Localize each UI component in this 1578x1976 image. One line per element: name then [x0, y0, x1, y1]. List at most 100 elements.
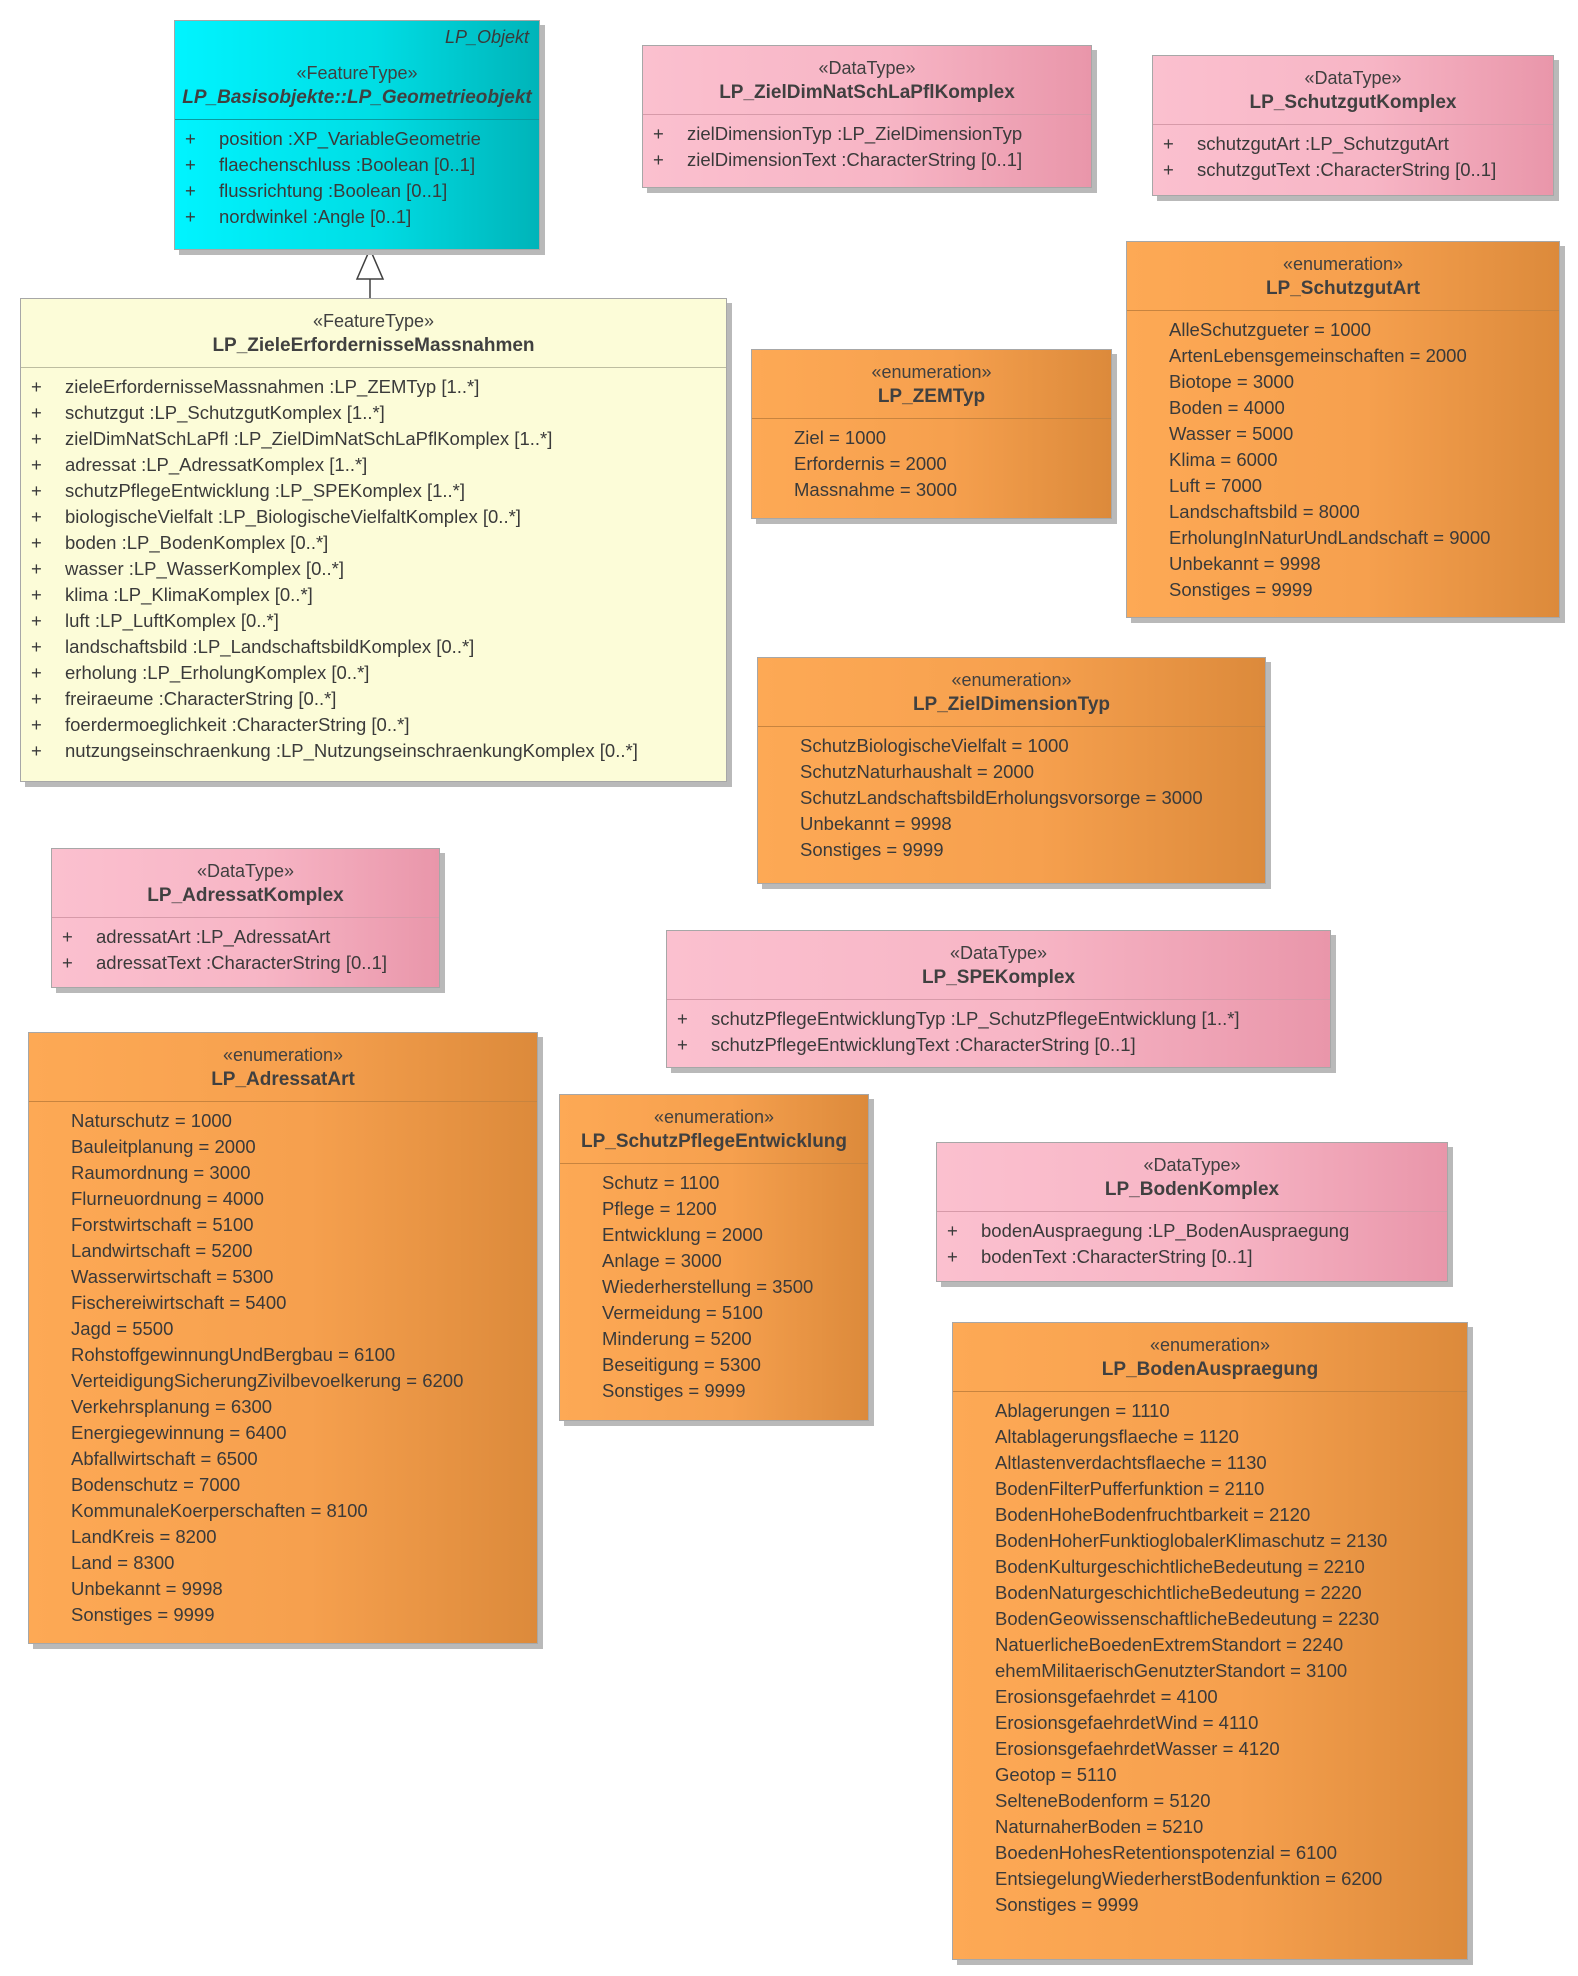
enum-literal: Altablagerungsflaeche = 1120 — [953, 1424, 1467, 1450]
literal-text: BodenFilterPufferfunktion = 2110 — [995, 1478, 1265, 1499]
literal-text: Ablagerungen = 1110 — [995, 1400, 1170, 1421]
enum-literal: Luft = 7000 — [1127, 473, 1559, 499]
attribute-list: + zieleErfordernisseMassnahmen :LP_ZEMTyp… — [21, 368, 726, 772]
attribute-row: +zielDimensionTyp :LP_ZielDimensionTyp — [643, 121, 1091, 147]
enum-literal: Beseitigung = 5300 — [560, 1352, 868, 1378]
visibility-marker: + — [947, 1246, 958, 1267]
enum-literal: Erfordernis = 2000 — [752, 451, 1111, 477]
enum-literal: NatuerlicheBoedenExtremStandort = 2240 — [953, 1632, 1467, 1658]
attribute-text: erholung :LP_ErholungKomplex [0..*] — [65, 662, 370, 683]
enum-literal: KommunaleKoerperschaften = 8100 — [29, 1498, 537, 1524]
attribute-row: +foerdermoeglichkeit :CharacterString [0… — [21, 712, 726, 738]
literal-text: SchutzBiologischeVielfalt = 1000 — [800, 735, 1069, 756]
attribute-row: +adressatText :CharacterString [0..1] — [52, 950, 439, 976]
enum-lp-adressatart[interactable]: «enumeration» LP_AdressatArt Naturschutz… — [28, 1032, 538, 1644]
attribute-list: +schutzPflegeEntwicklungTyp :LP_SchutzPf… — [667, 1000, 1330, 1066]
enum-lp-schutzgutart[interactable]: «enumeration» LP_SchutzgutArt AlleSchutz… — [1126, 241, 1560, 618]
literal-text: RohstoffgewinnungUndBergbau = 6100 — [71, 1344, 396, 1365]
literal-text: Minderung = 5200 — [602, 1328, 752, 1349]
literal-text: Landschaftsbild = 8000 — [1169, 501, 1360, 522]
literal-text: Raumordnung = 3000 — [71, 1162, 251, 1183]
enum-literal: SchutzLandschaftsbildErholungsvorsorge =… — [758, 785, 1265, 811]
visibility-marker: + — [31, 454, 42, 475]
enum-literal: Landschaftsbild = 8000 — [1127, 499, 1559, 525]
class-lp-geometrieobjekt[interactable]: LP_Objekt «FeatureType» LP_Basisobjekte:… — [174, 20, 540, 250]
literal-text: NatuerlicheBoedenExtremStandort = 2240 — [995, 1634, 1344, 1655]
literal-text: Altlastenverdachtsflaeche = 1130 — [995, 1452, 1267, 1473]
enum-literal: Raumordnung = 3000 — [29, 1160, 537, 1186]
class-lp-zieldimnatschlapflkomplex[interactable]: «DataType» LP_ZielDimNatSchLaPflKomplex … — [642, 45, 1092, 188]
stereotype-label: «FeatureType» — [296, 63, 418, 83]
visibility-marker: + — [31, 532, 42, 553]
literal-text: Landwirtschaft = 5200 — [71, 1240, 253, 1261]
enum-lp-bodenauspraegung[interactable]: «enumeration» LP_BodenAuspraegung Ablage… — [952, 1322, 1468, 1960]
class-name: LP_ZEMTyp — [877, 386, 986, 407]
enum-literal: Vermeidung = 5100 — [560, 1300, 868, 1326]
attribute-row: +nordwinkel :Angle [0..1] — [175, 204, 539, 230]
visibility-marker: + — [31, 480, 42, 501]
enum-literal: Sonstiges = 9999 — [953, 1892, 1467, 1918]
class-name: LP_AdressatKomplex — [147, 885, 344, 906]
literal-text: Flurneuordnung = 4000 — [71, 1188, 264, 1209]
visibility-marker: + — [677, 1034, 688, 1055]
class-lp-bodenkomplex[interactable]: «DataType» LP_BodenKomplex +bodenAusprae… — [936, 1142, 1448, 1282]
attribute-text: schutzPflegeEntwicklungText :CharacterSt… — [711, 1034, 1136, 1055]
attribute-list: +adressatArt :LP_AdressatArt+adressatTex… — [52, 918, 439, 984]
literal-text: BodenHoherFunktioglobalerKlimaschutz = 2… — [995, 1530, 1388, 1551]
attribute-row: +wasser :LP_WasserKomplex [0..*] — [21, 556, 726, 582]
literal-text: Geotop = 5110 — [995, 1764, 1117, 1785]
literal-text: Sonstiges = 9999 — [995, 1894, 1139, 1915]
visibility-marker: + — [185, 128, 196, 149]
stereotype-label: «enumeration» — [1149, 1335, 1271, 1355]
stereotype-label: «enumeration» — [1282, 254, 1404, 274]
class-lp-schutzgutkomplex[interactable]: «DataType» LP_SchutzgutKomplex +schutzgu… — [1152, 55, 1554, 196]
visibility-marker: + — [31, 740, 42, 761]
literal-text: LandKreis = 8200 — [71, 1526, 217, 1547]
attribute-row: +adressatArt :LP_AdressatArt — [52, 924, 439, 950]
attribute-text: bodenText :CharacterString [0..1] — [981, 1246, 1253, 1267]
enum-literal: SchutzBiologischeVielfalt = 1000 — [758, 733, 1265, 759]
literal-text: Forstwirtschaft = 5100 — [71, 1214, 254, 1235]
attribute-text: zieleErfordernisseMassnahmen :LP_ZEMTyp … — [65, 376, 480, 397]
literal-text: BodenNaturgeschichtlicheBedeutung = 2220 — [995, 1582, 1362, 1603]
visibility-marker: + — [947, 1220, 958, 1241]
enum-literal: Bauleitplanung = 2000 — [29, 1134, 537, 1160]
class-name: LP_AdressatArt — [211, 1069, 355, 1090]
literal-text: Beseitigung = 5300 — [602, 1354, 761, 1375]
enum-lp-schutzpflegeentwicklung[interactable]: «enumeration» LP_SchutzPflegeEntwicklung… — [559, 1094, 869, 1421]
literal-text: Pflege = 1200 — [602, 1198, 717, 1219]
attribute-row: +zielDimensionText :CharacterString [0..… — [643, 147, 1091, 173]
class-name: LP_BodenAuspraegung — [1101, 1359, 1319, 1380]
literal-text: SelteneBodenform = 5120 — [995, 1790, 1211, 1811]
enum-literal: Sonstiges = 9999 — [29, 1602, 537, 1628]
class-lp-spekomplex[interactable]: «DataType» LP_SPEKomplex +schutzPflegeEn… — [666, 930, 1331, 1068]
attribute-text: freiraeume :CharacterString [0..*] — [65, 688, 337, 709]
class-lp-adressatkomplex[interactable]: «DataType» LP_AdressatKomplex +adressatA… — [51, 848, 440, 988]
literal-text: Bodenschutz = 7000 — [71, 1474, 241, 1495]
enum-literal: Biotope = 3000 — [1127, 369, 1559, 395]
attribute-text: nordwinkel :Angle [0..1] — [219, 206, 412, 227]
literal-text: Massnahme = 3000 — [794, 479, 958, 500]
enum-literal: EntsiegelungWiederherstBodenfunktion = 6… — [953, 1866, 1467, 1892]
literal-text: Vermeidung = 5100 — [602, 1302, 763, 1323]
attribute-text: flaechenschluss :Boolean [0..1] — [219, 154, 476, 175]
visibility-marker: + — [31, 688, 42, 709]
enum-lp-zieldimensiontyp[interactable]: «enumeration» LP_ZielDimensionTyp Schutz… — [757, 657, 1266, 884]
attribute-text: landschaftsbild :LP_LandschaftsbildKompl… — [65, 636, 475, 657]
enum-literal: BodenFilterPufferfunktion = 2110 — [953, 1476, 1467, 1502]
visibility-marker: + — [653, 149, 664, 170]
attribute-text: biologischeVielfalt :LP_BiologischeVielf… — [65, 506, 521, 527]
visibility-marker: + — [31, 636, 42, 657]
attribute-list: +schutzgutArt :LP_SchutzgutArt+schutzgut… — [1153, 125, 1553, 191]
literal-text: KommunaleKoerperschaften = 8100 — [71, 1500, 368, 1521]
generalization-arrow-head — [355, 247, 385, 280]
literal-text: Schutz = 1100 — [602, 1172, 720, 1193]
literal-text: Land = 8300 — [71, 1552, 175, 1573]
class-lp-ziele-erfordernisse-massnahmen[interactable]: «FeatureType» LP_ZieleErfordernisseMassn… — [20, 298, 727, 782]
class-name: LP_ZielDimNatSchLaPflKomplex — [719, 82, 1015, 103]
enum-literal: Minderung = 5200 — [560, 1326, 868, 1352]
literal-text: Sonstiges = 9999 — [602, 1380, 746, 1401]
enum-literal: Schutz = 1100 — [560, 1170, 868, 1196]
